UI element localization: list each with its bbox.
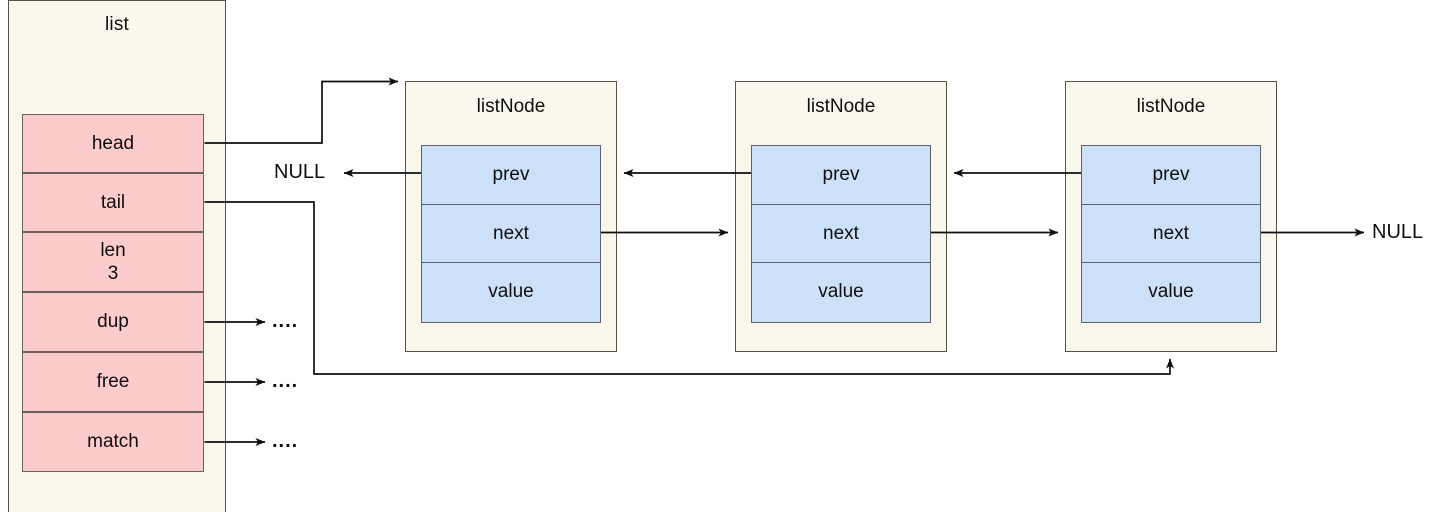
listnode-1-title: listNode: [476, 96, 546, 117]
listnode-1-slot-next-label: next: [493, 222, 529, 244]
listnode-1-slot-value-label: value: [488, 280, 534, 302]
list-field-dup-label: dup: [97, 311, 129, 333]
listnode-3-slot-prev[interactable]: prev: [1082, 146, 1260, 204]
listnode-1-slot-next[interactable]: next: [422, 204, 600, 262]
listnode-2-slot-next-label: next: [823, 222, 859, 244]
listnode-2-slot-prev-label: prev: [822, 164, 860, 185]
list-field-len-value: 3: [107, 263, 119, 284]
free-callout-dots: ....: [272, 370, 299, 392]
listnode-1-slot-value[interactable]: value: [422, 262, 600, 320]
listnode-3-slot-next-label: next: [1153, 222, 1189, 244]
listnode-2-title: listNode: [806, 96, 876, 117]
list-field-head-label: head: [91, 132, 135, 154]
list-field-free-label: free: [96, 371, 130, 393]
listnode-3-slot-prev-label: prev: [1152, 164, 1190, 185]
listnode-2-slot-value-label: value: [818, 280, 864, 302]
listnode-2-slot-next[interactable]: next: [752, 204, 930, 262]
list-field-head[interactable]: head: [22, 114, 204, 173]
list-field-match[interactable]: match: [22, 412, 204, 472]
list-field-dup[interactable]: dup: [22, 292, 204, 352]
null-label-right: NULL: [1372, 221, 1424, 243]
listnode-1-slot-prev-label: prev: [492, 164, 530, 185]
listnode-3-slot-value[interactable]: value: [1082, 262, 1260, 320]
listnode-3-title: listNode: [1136, 96, 1206, 117]
list-field-match-label: match: [87, 431, 139, 453]
list-field-len[interactable]: len 3: [22, 232, 204, 292]
listnode-3-slot-value-label: value: [1148, 280, 1194, 302]
dup-callout-dots: ....: [272, 310, 299, 332]
wire-tail-to-node3: [204, 201, 1174, 375]
list-field-len-label: len: [100, 239, 126, 261]
listnode-1-slot-prev[interactable]: prev: [422, 146, 600, 204]
list-struct-title: list: [104, 14, 130, 35]
null-label-left: NULL: [274, 161, 326, 183]
list-field-tail-label: tail: [100, 191, 126, 213]
wire-head-to-node1: [204, 77, 399, 144]
listnode-2-slots: prev next value: [751, 145, 931, 323]
listnode-1-slots: prev next value: [421, 145, 601, 323]
listnode-3-slot-next[interactable]: next: [1082, 204, 1260, 262]
listnode-3-slots: prev next value: [1081, 145, 1261, 323]
list-field-tail[interactable]: tail: [22, 173, 204, 232]
match-callout-dots: ....: [272, 430, 299, 452]
list-field-free[interactable]: free: [22, 352, 204, 412]
listnode-2-slot-prev[interactable]: prev: [752, 146, 930, 204]
listnode-2-slot-value[interactable]: value: [752, 262, 930, 320]
